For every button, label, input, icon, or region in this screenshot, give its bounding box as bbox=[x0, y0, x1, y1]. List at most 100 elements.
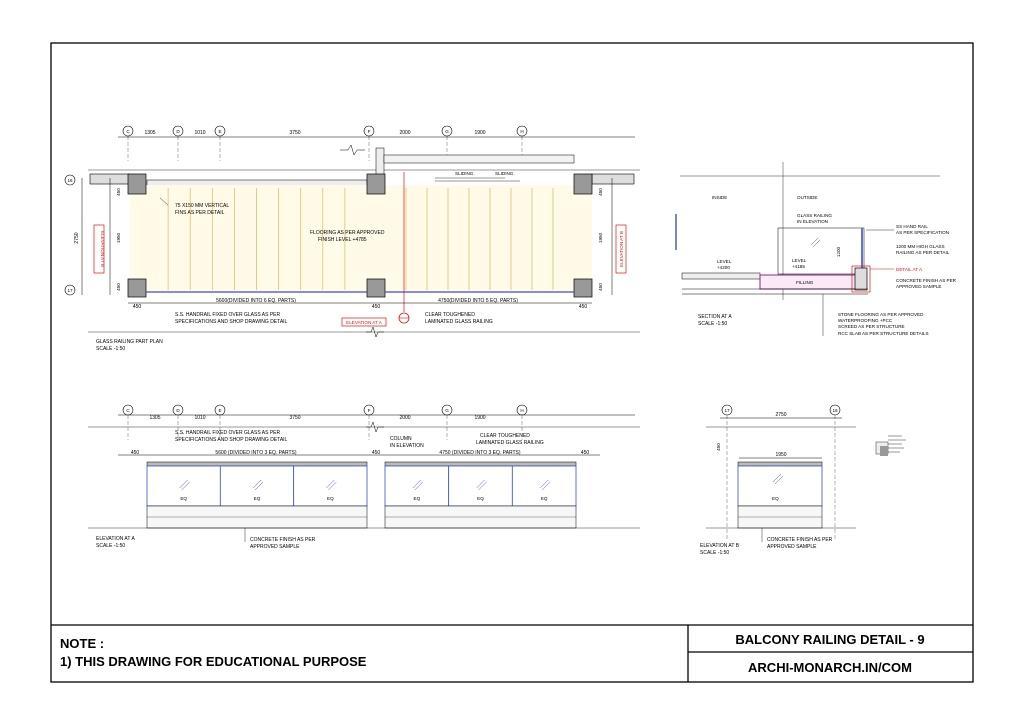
section-stone-2: WATERPROOFING +PCC bbox=[838, 318, 893, 323]
plan-scale: SCALE -1:50 bbox=[96, 346, 125, 352]
section-level-out-1: LEVEL bbox=[792, 258, 807, 263]
elev-dim-top-4: 2000 bbox=[399, 415, 410, 421]
elev-eq-label: EQ bbox=[254, 496, 261, 501]
plan-elev-b-tag-right: ELEVATION AT B bbox=[619, 231, 624, 267]
plan-grid-0: C bbox=[126, 129, 130, 134]
plan-dim-bottom-2: 5600(DIVIDED INTO 6 EQ. PARTS) bbox=[216, 298, 296, 304]
section-inside: INSIDE bbox=[712, 195, 727, 200]
plan-grid-3: F bbox=[368, 129, 371, 134]
plan-dim-total-left: 2750 bbox=[74, 232, 80, 243]
elev-b-grid-16: 16 bbox=[832, 408, 838, 413]
plan-handrail-note-1: S.S. HANDRAIL FIXED OVER GLASS AS PER bbox=[175, 312, 281, 318]
section-at-a: INSIDE OUTSIDE GLASS RAILING IN ELEVATIO… bbox=[675, 162, 957, 336]
section-level-in-2: +4200 bbox=[717, 265, 730, 270]
website: ARCHI-MONARCH.IN/COM bbox=[748, 660, 912, 675]
elev-a-scale: SCALE -1:50 bbox=[96, 543, 125, 549]
section-glass-elev-2: IN ELEVATION bbox=[797, 219, 828, 224]
elev-dim-mid-5: 450 bbox=[581, 450, 590, 456]
section-title: SECTION AT A bbox=[698, 314, 732, 320]
elev-column-note-2: IN ELEVATION bbox=[390, 443, 424, 449]
elev-grid-3: F bbox=[368, 408, 371, 413]
section-screed: SCREED AS PER STRUCTURE bbox=[838, 324, 905, 329]
elev-glass-panel bbox=[448, 465, 513, 507]
elev-concrete-2: APPROVED SAMPLE bbox=[250, 544, 300, 550]
elev-eq-label: EQ bbox=[414, 496, 421, 501]
plan-dim-top-3: 3750 bbox=[289, 130, 300, 136]
elev-grid-0: C bbox=[126, 408, 130, 413]
section-concrete-1: CONCRETE FINISH AS PER bbox=[896, 278, 957, 283]
section-filling: FILLING bbox=[796, 280, 814, 285]
elev-a-title: ELEVATION AT A bbox=[96, 536, 135, 542]
plan-dim-bottom-1: 450 bbox=[133, 304, 142, 310]
section-stone-1: STONE FLOORING AS PER APPROVED bbox=[838, 312, 924, 317]
elev-grid-1: D bbox=[176, 408, 180, 413]
elev-glass-note-2: LAMINATED GLASS RAILING bbox=[476, 440, 544, 446]
section-ss-rail-1: SS HAND RAIL bbox=[896, 224, 928, 229]
plan-dim-bottom-4: 4750(DIVIDED INTO 5 EQ. PARTS) bbox=[438, 298, 518, 304]
plan-dim-top-1: 1305 bbox=[144, 130, 155, 136]
section-outside: OUTSIDE bbox=[797, 195, 817, 200]
plan-sliding-1: SLIDING bbox=[455, 171, 474, 176]
plan-title: GLASS RAILING PART PLAN bbox=[96, 339, 163, 345]
plan-column-4 bbox=[127, 278, 147, 298]
plan-column-1 bbox=[127, 173, 147, 195]
elev-glass-note-1: CLEAR TOUGHENED bbox=[480, 433, 530, 439]
section-concrete-2: APPROVED SAMPLE bbox=[896, 284, 941, 289]
elev-b-scale: SCALE -1:50 bbox=[700, 550, 729, 556]
plan-sliding-2: SLIDING bbox=[495, 171, 514, 176]
plan-column-5 bbox=[366, 278, 386, 298]
elev-handrail-note-2: SPECIFICATIONS AND SHOP DRAWING DETAIL bbox=[175, 437, 288, 443]
plan-column-6 bbox=[573, 278, 593, 298]
elev-dim-top-2: 1010 bbox=[194, 415, 205, 421]
elev-dim-mid-1: 450 bbox=[131, 450, 140, 456]
plan-dim-bottom-3: 450 bbox=[372, 304, 381, 310]
elev-handrail-left bbox=[146, 461, 368, 467]
elev-grid-4: G bbox=[445, 408, 449, 413]
plan-fins-note-1: 75 X150 MM VERTICAL bbox=[175, 203, 229, 209]
section-dim-1200: 1200 bbox=[836, 246, 841, 257]
plan-floor-area bbox=[130, 185, 592, 293]
section-glass-height-1: 1200 MM HIGH GLASS bbox=[896, 244, 945, 249]
elev-b-dim-450: 450 bbox=[716, 443, 721, 451]
plan-flooring-note-1: FLOORING AS PER APPROVED bbox=[310, 230, 385, 236]
plan-glass-note-2: LAMINATED GLASS RAILING bbox=[425, 319, 493, 325]
plan-elev-b-tag-left: ELEVATION AT B bbox=[100, 231, 105, 267]
section-glass-height-2: RAILING AS PER DETAIL bbox=[896, 250, 950, 255]
detail-thumbnail bbox=[875, 435, 906, 456]
elev-dim-top-3: 3750 bbox=[289, 415, 300, 421]
plan-grid-17: 17 bbox=[67, 288, 73, 293]
plan-column-3 bbox=[573, 173, 593, 195]
section-level-out-2: +4185 bbox=[792, 264, 805, 269]
elev-eq-label: EQ bbox=[541, 496, 548, 501]
elev-handrail-right bbox=[384, 461, 577, 467]
elev-dim-mid-4: 4750 (DIVIDED INTO 3 EQ. PARTS) bbox=[439, 450, 520, 456]
elev-eq-label: EQ bbox=[477, 496, 484, 501]
elev-dim-mid-3: 450 bbox=[372, 450, 381, 456]
section-detail-a: DETAIL AT A bbox=[896, 267, 923, 272]
section-glass-elev-1: GLASS RAILING bbox=[797, 213, 832, 218]
elev-eq-label: EQ bbox=[327, 496, 334, 501]
elev-b-concrete-1: CONCRETE FINISH AS PER bbox=[767, 537, 833, 543]
drawing-title: BALCONY RAILING DETAIL - 9 bbox=[735, 632, 924, 647]
section-rcc: RCC SLAB AS PER STRUCTURE DETAILS bbox=[838, 331, 929, 336]
section-level-in-1: LEVEL bbox=[717, 259, 732, 264]
plan-dim-bottom-5: 450 bbox=[579, 304, 588, 310]
elev-b-eq: EQ bbox=[772, 496, 779, 501]
plan-grid-1: D bbox=[176, 129, 180, 134]
elev-column-note-1: COLUMN bbox=[390, 436, 412, 442]
plan-dim-top-2: 1010 bbox=[194, 130, 205, 136]
plan-handrail-note-2: SPECIFICATIONS AND SHOP DRAWING DETAIL bbox=[175, 319, 288, 325]
elev-b-glass-panel bbox=[737, 465, 823, 507]
plan-dim-right-3: 450 bbox=[598, 283, 603, 291]
elev-b-dim-top: 2750 bbox=[775, 412, 786, 418]
note-title: NOTE : bbox=[60, 636, 104, 651]
plan-grid-4: G bbox=[445, 129, 449, 134]
sheet-border bbox=[50, 42, 974, 683]
elev-dim-top-5: 1900 bbox=[474, 415, 485, 421]
elev-b-concrete-2: APPROVED SAMPLE bbox=[767, 544, 817, 550]
elev-dim-top-1: 1305 bbox=[149, 415, 160, 421]
note-text: 1) THIS DRAWING FOR EDUCATIONAL PURPOSE bbox=[60, 654, 367, 669]
